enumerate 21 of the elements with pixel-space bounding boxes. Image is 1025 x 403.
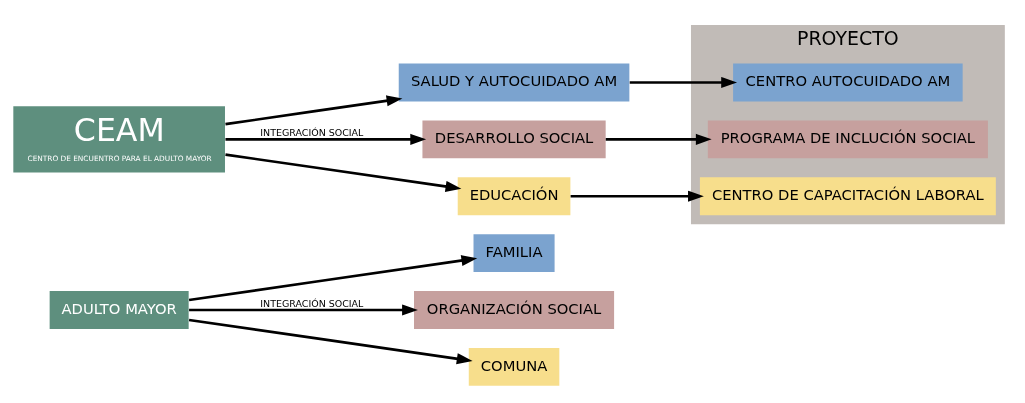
edge-label: INTEGRACIÓN SOCIAL xyxy=(259,298,363,310)
node-box: PROGRAMA DE INCLUCIÓN SOCIAL xyxy=(707,120,988,159)
node-box: SALUD Y AUTOCUIDADO AM xyxy=(398,63,629,102)
node-box: ADULTO MAYOR xyxy=(49,291,189,329)
arrow xyxy=(570,190,704,202)
node-box: EDUCACIÓN xyxy=(457,177,570,216)
arrow xyxy=(224,95,402,126)
node-box: COMUNA xyxy=(468,347,559,386)
arrow xyxy=(629,76,737,89)
node-box: DESARROLLO SOCIAL xyxy=(421,120,606,159)
node-box: CENTRO AUTOCUIDADO AM xyxy=(732,63,963,102)
arrow xyxy=(188,304,418,316)
node-box: FAMILIA xyxy=(473,234,555,273)
arrow xyxy=(188,318,473,365)
edge-label: INTEGRACIÓN SOCIAL xyxy=(259,127,363,139)
node-box: ORGANIZACIÓN SOCIAL xyxy=(413,291,614,329)
arrow xyxy=(224,153,461,192)
arrow xyxy=(605,133,712,145)
arrow xyxy=(188,255,477,302)
node-box: CENTRO DE CAPACITACIÓN LABORAL xyxy=(699,177,996,216)
arrow xyxy=(224,133,426,145)
